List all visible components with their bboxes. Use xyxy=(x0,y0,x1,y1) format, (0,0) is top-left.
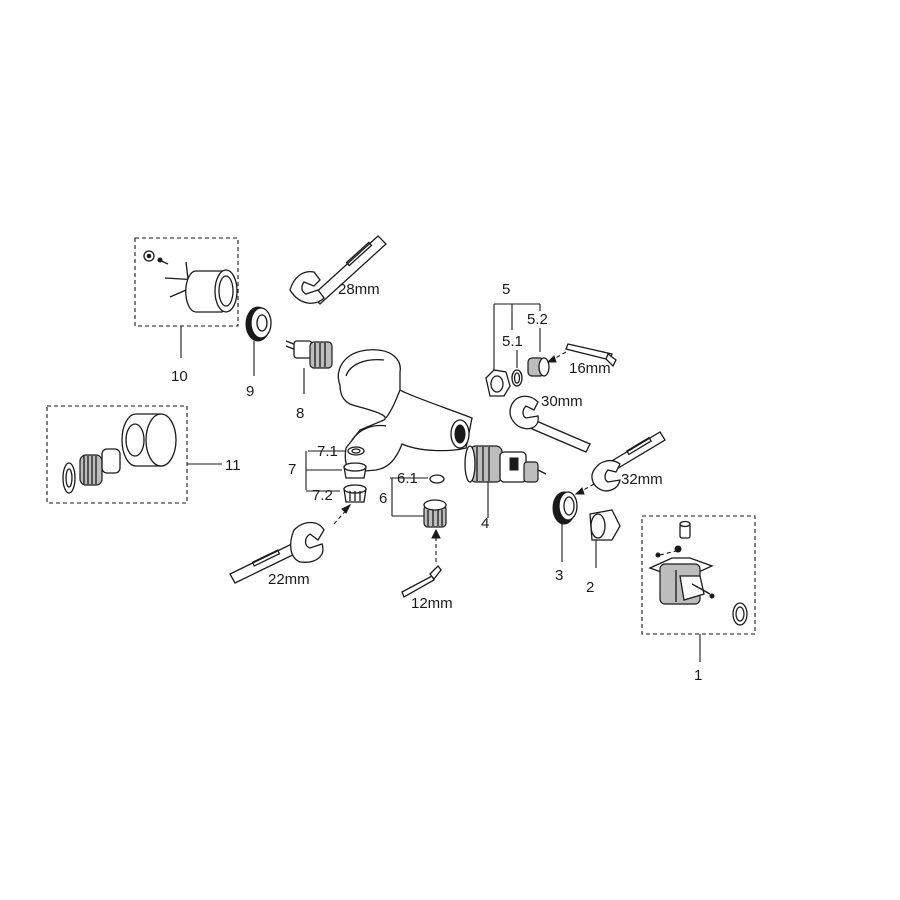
cartridge-4-drawing xyxy=(464,445,547,483)
label-5-2: 5.2 xyxy=(527,311,548,328)
part-7-1-drawing xyxy=(347,446,365,456)
handle-10-drawing xyxy=(143,250,238,313)
wrench-30mm-icon xyxy=(509,395,591,453)
part-5-2-drawing xyxy=(527,357,550,377)
arrow-12mm-to-6 xyxy=(431,528,441,562)
tool-label-28mm: 28mm xyxy=(338,281,380,298)
part-7-2-drawing xyxy=(343,484,367,503)
ring-3-drawing xyxy=(552,491,578,525)
label-5-1: 5.1 xyxy=(502,333,523,350)
tool-label-32mm: 32mm xyxy=(621,471,663,488)
label-5: 5 xyxy=(502,281,510,298)
wrench-22mm-icon xyxy=(229,521,325,584)
part-5-nut-drawing xyxy=(485,369,511,397)
tool-label-30mm: 30mm xyxy=(541,393,583,410)
hex-key-16mm-icon xyxy=(565,343,617,368)
arrow-16mm-to-5-2 xyxy=(546,351,567,363)
part-5-1-drawing xyxy=(511,369,523,387)
part-11-drawing xyxy=(62,413,177,494)
wrench-32mm-icon xyxy=(591,431,666,492)
label-9: 9 xyxy=(246,383,254,400)
label-3: 3 xyxy=(555,567,563,584)
part-6-drawing xyxy=(423,499,447,528)
label-2: 2 xyxy=(586,579,594,596)
faucet-body-drawing xyxy=(337,349,473,473)
dashed-box-1 xyxy=(641,515,756,635)
wrench-28mm-icon xyxy=(289,235,387,305)
label-6: 6 xyxy=(379,490,387,507)
tool-label-22mm: 22mm xyxy=(268,571,310,588)
tool-label-12mm: 12mm xyxy=(411,595,453,612)
handle-1-drawing xyxy=(648,520,748,626)
headpart-8-drawing xyxy=(285,340,333,369)
label-1: 1 xyxy=(694,667,702,684)
part-6-1-drawing xyxy=(429,474,445,484)
label-7-2: 7.2 xyxy=(312,487,333,504)
label-4: 4 xyxy=(481,515,489,532)
arrow-32mm-to-3 xyxy=(574,483,595,495)
ring-9-drawing xyxy=(245,306,272,342)
label-7: 7 xyxy=(288,461,296,478)
hex-key-12mm-icon xyxy=(401,565,442,598)
part-7-top-seal-drawing xyxy=(343,462,367,479)
label-11: 11 xyxy=(225,457,241,474)
sleeve-2-drawing xyxy=(589,509,621,541)
label-8: 8 xyxy=(296,405,304,422)
label-10: 10 xyxy=(171,368,188,385)
arrow-22mm-to-7-2 xyxy=(333,503,352,525)
dashed-box-10 xyxy=(134,237,239,327)
tool-label-16mm: 16mm xyxy=(569,360,611,377)
dashed-box-11 xyxy=(46,405,188,504)
